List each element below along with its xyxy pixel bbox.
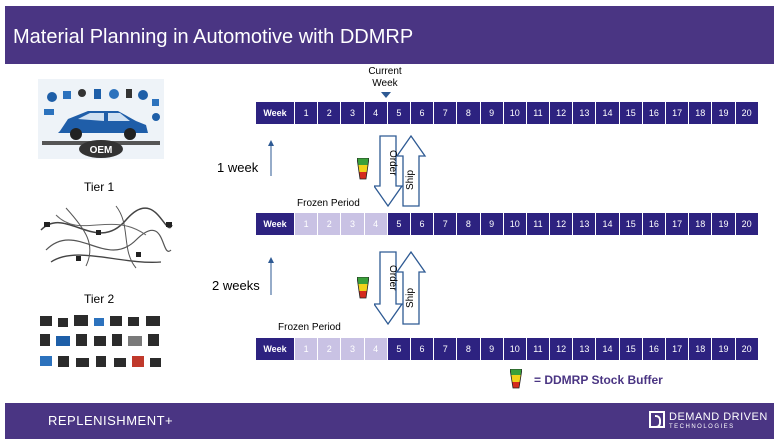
- week-cell: 10: [502, 213, 526, 235]
- week-cell: 9: [479, 338, 503, 360]
- stock-buffer-icon: [357, 158, 369, 180]
- week-header: Week: [256, 213, 294, 235]
- week-cell: 6: [409, 338, 434, 360]
- week-cell: 10: [502, 102, 526, 124]
- week-cell: 17: [665, 338, 689, 360]
- week-cell: 17: [665, 102, 689, 124]
- week-cell: 13: [572, 338, 596, 360]
- order-label-1: Order: [387, 150, 398, 176]
- week-cell: 1: [294, 338, 318, 360]
- week-cell: 5: [386, 213, 410, 235]
- week-cell: 20: [734, 213, 758, 235]
- week-cell: 12: [549, 338, 573, 360]
- week-cell: 4: [363, 338, 387, 360]
- week-cell: 12: [549, 213, 573, 235]
- week-header: Week: [256, 102, 294, 124]
- week-cell: 3: [340, 102, 364, 124]
- oem-label: OEM: [90, 145, 113, 156]
- week-cell: 5: [386, 338, 410, 360]
- lead-time-arrow-icon: [268, 140, 274, 176]
- week-cell: 2: [317, 338, 341, 360]
- lead-time-2-label: 2 weeks: [212, 278, 260, 293]
- week-cell: 12: [549, 102, 573, 124]
- order-label-2: Order: [387, 265, 398, 291]
- week-cell: 2: [317, 102, 341, 124]
- week-cell: 4: [363, 213, 387, 235]
- week-cell: 3: [340, 213, 364, 235]
- replenishment-logo: REPLENISHMENT+: [48, 413, 174, 428]
- week-cell: 8: [456, 213, 480, 235]
- week-cell: 14: [595, 338, 619, 360]
- week-cell: 1: [294, 213, 318, 235]
- week-cell: 19: [711, 338, 735, 360]
- week-cell: 18: [688, 213, 712, 235]
- week-cell: 3: [340, 338, 364, 360]
- week-cell: 8: [456, 338, 480, 360]
- legend-text: = DDMRP Stock Buffer: [534, 373, 663, 387]
- demand-driven-logo-icon: [649, 411, 665, 428]
- week-cell: 6: [409, 102, 434, 124]
- week-cell: 18: [688, 102, 712, 124]
- week-cell: 15: [618, 338, 642, 360]
- tier2-label: Tier 2: [84, 292, 115, 306]
- order-ship-arrows-2: [374, 250, 427, 326]
- footer-bar: REPLENISHMENT+ DEMAND DRIVEN TECHNOLOGIE…: [5, 403, 774, 439]
- week-cell: 14: [595, 102, 619, 124]
- week-cell: 16: [641, 213, 665, 235]
- week-cell: 6: [409, 213, 434, 235]
- ship-label-1: Ship: [405, 169, 416, 190]
- week-cell: 20: [734, 102, 758, 124]
- slide-title: Material Planning in Automotive with DDM…: [13, 26, 414, 48]
- week-cell: 9: [479, 213, 503, 235]
- week-cell: 18: [688, 338, 712, 360]
- week-cell: 10: [502, 338, 526, 360]
- week-cell: 16: [641, 102, 665, 124]
- current-week-marker-icon: [381, 92, 391, 98]
- oem-car-image: OEM: [38, 79, 164, 159]
- week-cell: 15: [618, 213, 642, 235]
- frozen-period-label-1: Frozen Period: [297, 198, 360, 209]
- week-cell: 11: [525, 102, 550, 124]
- legend-buffer-icon: [510, 369, 522, 389]
- wire-harness-image: [40, 205, 173, 269]
- week-cell: 13: [572, 102, 596, 124]
- week-cell: 4: [363, 102, 387, 124]
- week-cell: 7: [433, 213, 457, 235]
- order-ship-arrows-1: [374, 134, 427, 208]
- title-bar: Material Planning in Automotive with DDM…: [5, 6, 774, 64]
- week-cell: 14: [595, 213, 619, 235]
- week-cell: 19: [711, 213, 735, 235]
- connectors-image: [40, 315, 161, 367]
- week-header: Week: [256, 338, 294, 360]
- week-cell: 5: [386, 102, 410, 124]
- week-cell: 1: [294, 102, 318, 124]
- lead-time-arrow-icon: [268, 257, 274, 295]
- week-cell: 7: [433, 102, 457, 124]
- week-cell: 8: [456, 102, 480, 124]
- technologies-brand: TECHNOLOGIES: [669, 424, 735, 430]
- week-cell: 16: [641, 338, 665, 360]
- frozen-period-label-2: Frozen Period: [278, 322, 341, 333]
- lead-time-1-label: 1 week: [217, 160, 259, 175]
- stock-buffer-icon: [357, 277, 369, 299]
- week-cell: 11: [525, 338, 550, 360]
- tier1-label: Tier 1: [84, 180, 115, 194]
- demand-driven-brand: DEMAND DRIVEN: [669, 411, 768, 423]
- week-cell: 13: [572, 213, 596, 235]
- week-cell: 9: [479, 102, 503, 124]
- week-cell: 17: [665, 213, 689, 235]
- week-cell: 19: [711, 102, 735, 124]
- week-cell: 20: [734, 338, 758, 360]
- week-cell: 7: [433, 338, 457, 360]
- week-cell: 11: [525, 213, 550, 235]
- week-cell: 2: [317, 213, 341, 235]
- current-week-label: Current Week: [368, 66, 402, 89]
- week-cell: 15: [618, 102, 642, 124]
- ship-label-2: Ship: [405, 287, 416, 308]
